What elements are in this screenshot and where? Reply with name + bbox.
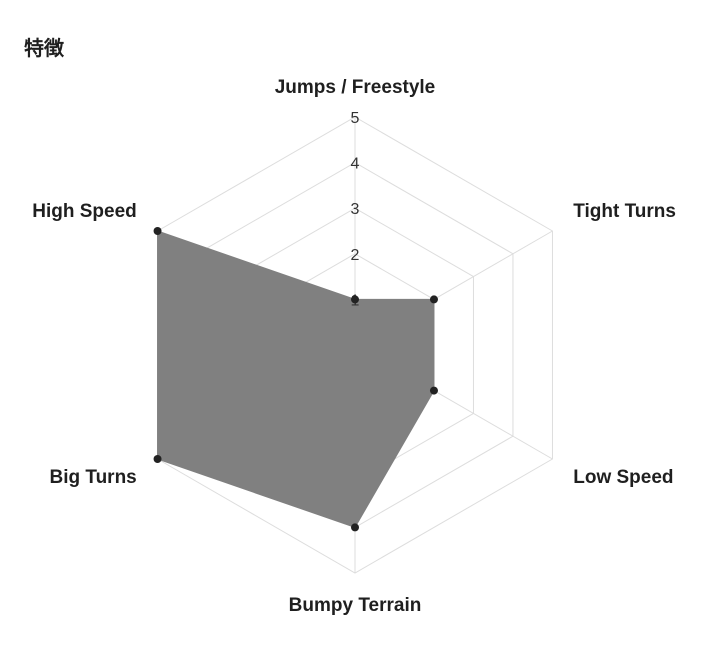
data-point	[351, 295, 359, 304]
data-point	[429, 295, 438, 304]
tick-label: 3	[351, 201, 360, 218]
tick-label: 4	[351, 156, 360, 173]
data-point	[153, 227, 162, 235]
tick-label: 2	[351, 247, 360, 264]
chart-title: 特徴	[24, 36, 64, 60]
radar-points	[153, 227, 438, 532]
axis-label: Big Turns	[49, 467, 136, 488]
tick-label: 5	[351, 110, 360, 127]
data-point	[429, 386, 438, 395]
axis-label: High Speed	[32, 201, 137, 222]
axis-label: Bumpy Terrain	[289, 595, 422, 616]
axis-label: Jumps / Freestyle	[275, 77, 436, 98]
data-point	[153, 455, 162, 463]
axis-label: Low Speed	[573, 467, 673, 488]
data-point	[351, 523, 359, 532]
axis-label: Tight Turns	[573, 201, 676, 222]
